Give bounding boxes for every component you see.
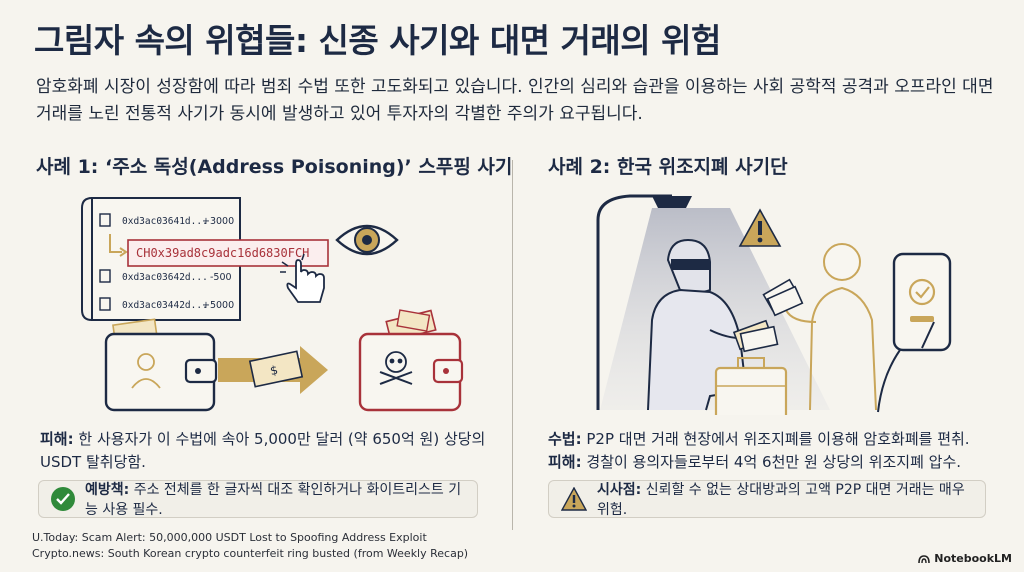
- tx-address-3: 0xd3ac03442d...: [122, 300, 208, 311]
- eye-icon: [335, 224, 399, 256]
- brand-name: NotebookLM: [934, 552, 1012, 565]
- case2-damage-text: 경찰이 용의자들로부터 4억 6천만 원 상당의 위조지폐 압수.: [586, 453, 962, 471]
- case1-heading: 사례 1: ‘주소 독성(Address Poisoning)’ 스푸핑 사기: [36, 156, 513, 178]
- source-item: U.Today: Scam Alert: 50,000,000 USDT Los…: [32, 531, 427, 544]
- sources: U.Today: Scam Alert: 50,000,000 USDT Los…: [32, 530, 468, 562]
- case1-damage: 피해: 한 사용자가 이 수법에 속아 5,000만 달러 (약 650억 원)…: [40, 428, 495, 474]
- streetlamp-icon: [596, 194, 692, 410]
- cash-stack-icon: [732, 319, 779, 353]
- counterfeit-trade-illustration: [560, 190, 970, 422]
- tx-address-2: 0xd3ac03642d...: [122, 272, 208, 283]
- case1-damage-label: 피해:: [40, 430, 74, 448]
- check-icon: [51, 487, 75, 511]
- skull-icon: [379, 351, 413, 385]
- scammer-wallet-icon: [358, 309, 464, 412]
- smartphone-icon: [892, 252, 952, 352]
- tx-amount-1: +3000: [202, 216, 234, 227]
- tx-address-1: 0xd3ac03641d...: [122, 216, 208, 227]
- case1-prevention-callout: 예방책: 주소 전체를 한 글자씩 대조 확인하거나 화이트리스트 기능 사용 …: [38, 480, 478, 518]
- case1-prevention-label: 예방책:: [85, 482, 130, 498]
- spoofed-address: CH0x39ad8c9adc16d6830FCH: [136, 246, 309, 260]
- hand-icon: [877, 321, 935, 413]
- check-icon: [908, 278, 936, 306]
- banknote-icon: [762, 278, 804, 317]
- transfer-arrow-icon: $: [218, 346, 328, 394]
- doc-icon: [99, 297, 111, 311]
- case2-implication-text: 신뢰할 수 없는 상대방과의 고액 P2P 대면 거래는 매우 위험.: [597, 482, 965, 518]
- notebooklm-icon: [918, 554, 931, 563]
- hand-cursor-icon: [280, 253, 325, 303]
- tx-amount-2: -500: [210, 272, 232, 283]
- user-icon: [137, 353, 155, 371]
- page-title: 그림자 속의 위협들: 신종 사기와 대면 거래의 위험: [34, 21, 721, 60]
- intro-text: 암호화폐 시장이 성장함에 따라 범죄 수법 또한 고도화되고 있습니다. 인간…: [36, 77, 994, 124]
- case2-implication-callout: 시사점: 신뢰할 수 없는 상대방과의 고액 P2P 대면 거래는 매우 위험.: [548, 480, 986, 518]
- case2-method-text: P2P 대면 거래 현장에서 위조지폐를 이용해 암호화폐를 편취.: [586, 430, 970, 448]
- doc-icon: [99, 269, 111, 283]
- brand-logo: NotebookLM: [918, 552, 1012, 565]
- svg-text:$: $: [269, 363, 279, 378]
- victim-figure: [785, 243, 877, 411]
- warning-icon: [738, 208, 782, 247]
- case2-implication-label: 시사점:: [597, 482, 642, 498]
- tx-amount-3: +5000: [202, 300, 234, 311]
- case2-method-label: 수법:: [548, 430, 582, 448]
- column-divider: [512, 160, 513, 530]
- user-wallet-icon: [104, 318, 218, 412]
- case1-damage-text: 한 사용자가 이 수법에 속아 5,000만 달러 (약 650억 원) 상당의…: [40, 430, 486, 471]
- source-item: Crypto.news: South Korean crypto counter…: [32, 547, 469, 560]
- case1-prevention-text: 주소 전체를 한 글자씩 대조 확인하거나 화이트리스트 기능 사용 필수.: [85, 482, 462, 518]
- banknote-icon: [248, 350, 304, 388]
- spoofed-address-box: [127, 239, 329, 267]
- case2-heading: 사례 2: 한국 위조지폐 사기단: [548, 156, 788, 178]
- doc-icon: [99, 213, 111, 227]
- address-poisoning-illustration: 0xd3ac03641d... +3000 0xd3ac03642d... -5…: [30, 190, 490, 415]
- warning-icon: [561, 487, 587, 511]
- case2-damage-label: 피해:: [548, 453, 582, 471]
- case2-details: 수법: P2P 대면 거래 현장에서 위조지폐를 이용해 암호화폐를 편취. 피…: [548, 428, 998, 474]
